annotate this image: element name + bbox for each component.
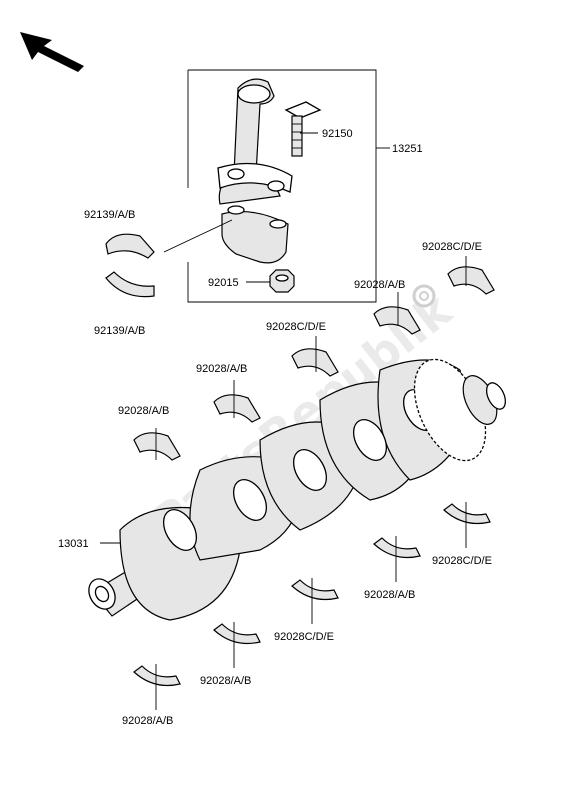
main-bearing-top-4 [373,306,421,335]
label-rod-assembly: 13251 [392,143,423,155]
rod-assembly-bracket [187,69,377,303]
crankshaft [88,358,507,621]
label-rod-bearing-lower: 92139/A/B [94,325,145,337]
main-bearing-bottom-2 [213,623,261,645]
front-direction-arrow-icon [20,32,84,72]
leader-lines [100,132,467,710]
label-main-top-2: 92028/A/B [196,363,247,375]
main-bearing-top-5 [447,266,495,295]
label-rod-bearing-upper: 92139/A/B [84,209,135,221]
label-rod-nut: 92015 [208,277,239,289]
label-main-bottom-5: 92028C/D/E [432,555,492,567]
label-crankshaft: 13031 [58,538,89,550]
main-bearing-bottom-5 [443,503,491,525]
label-main-top-4: 92028/A/B [354,279,405,291]
main-bearing-top-1 [133,432,181,461]
rod-bolt [284,101,322,157]
main-bearing-top-2 [213,394,261,423]
main-bearing-bottom-4 [373,537,421,559]
label-main-top-1: 92028/A/B [118,405,169,417]
label-main-top-5: 92028C/D/E [422,241,482,253]
main-bearing-bottom-1 [133,665,181,687]
label-main-bottom-1: 92028/A/B [122,715,173,727]
main-bearing-top-3 [291,348,339,377]
gear-icon [412,284,436,308]
label-main-top-3: 92028C/D/E [266,321,326,333]
rod-bearing-upper [105,233,155,259]
label-rod-bolt: 92150 [322,128,353,140]
rod-nut [269,269,295,293]
main-bearing-bottom-3 [291,579,339,601]
label-main-bottom-4: 92028/A/B [364,589,415,601]
connecting-rod-cap [221,205,289,264]
label-main-bottom-3: 92028C/D/E [274,631,334,643]
label-main-bottom-2: 92028/A/B [200,675,251,687]
rod-bearing-lower [105,271,155,298]
connecting-rod [217,78,293,205]
